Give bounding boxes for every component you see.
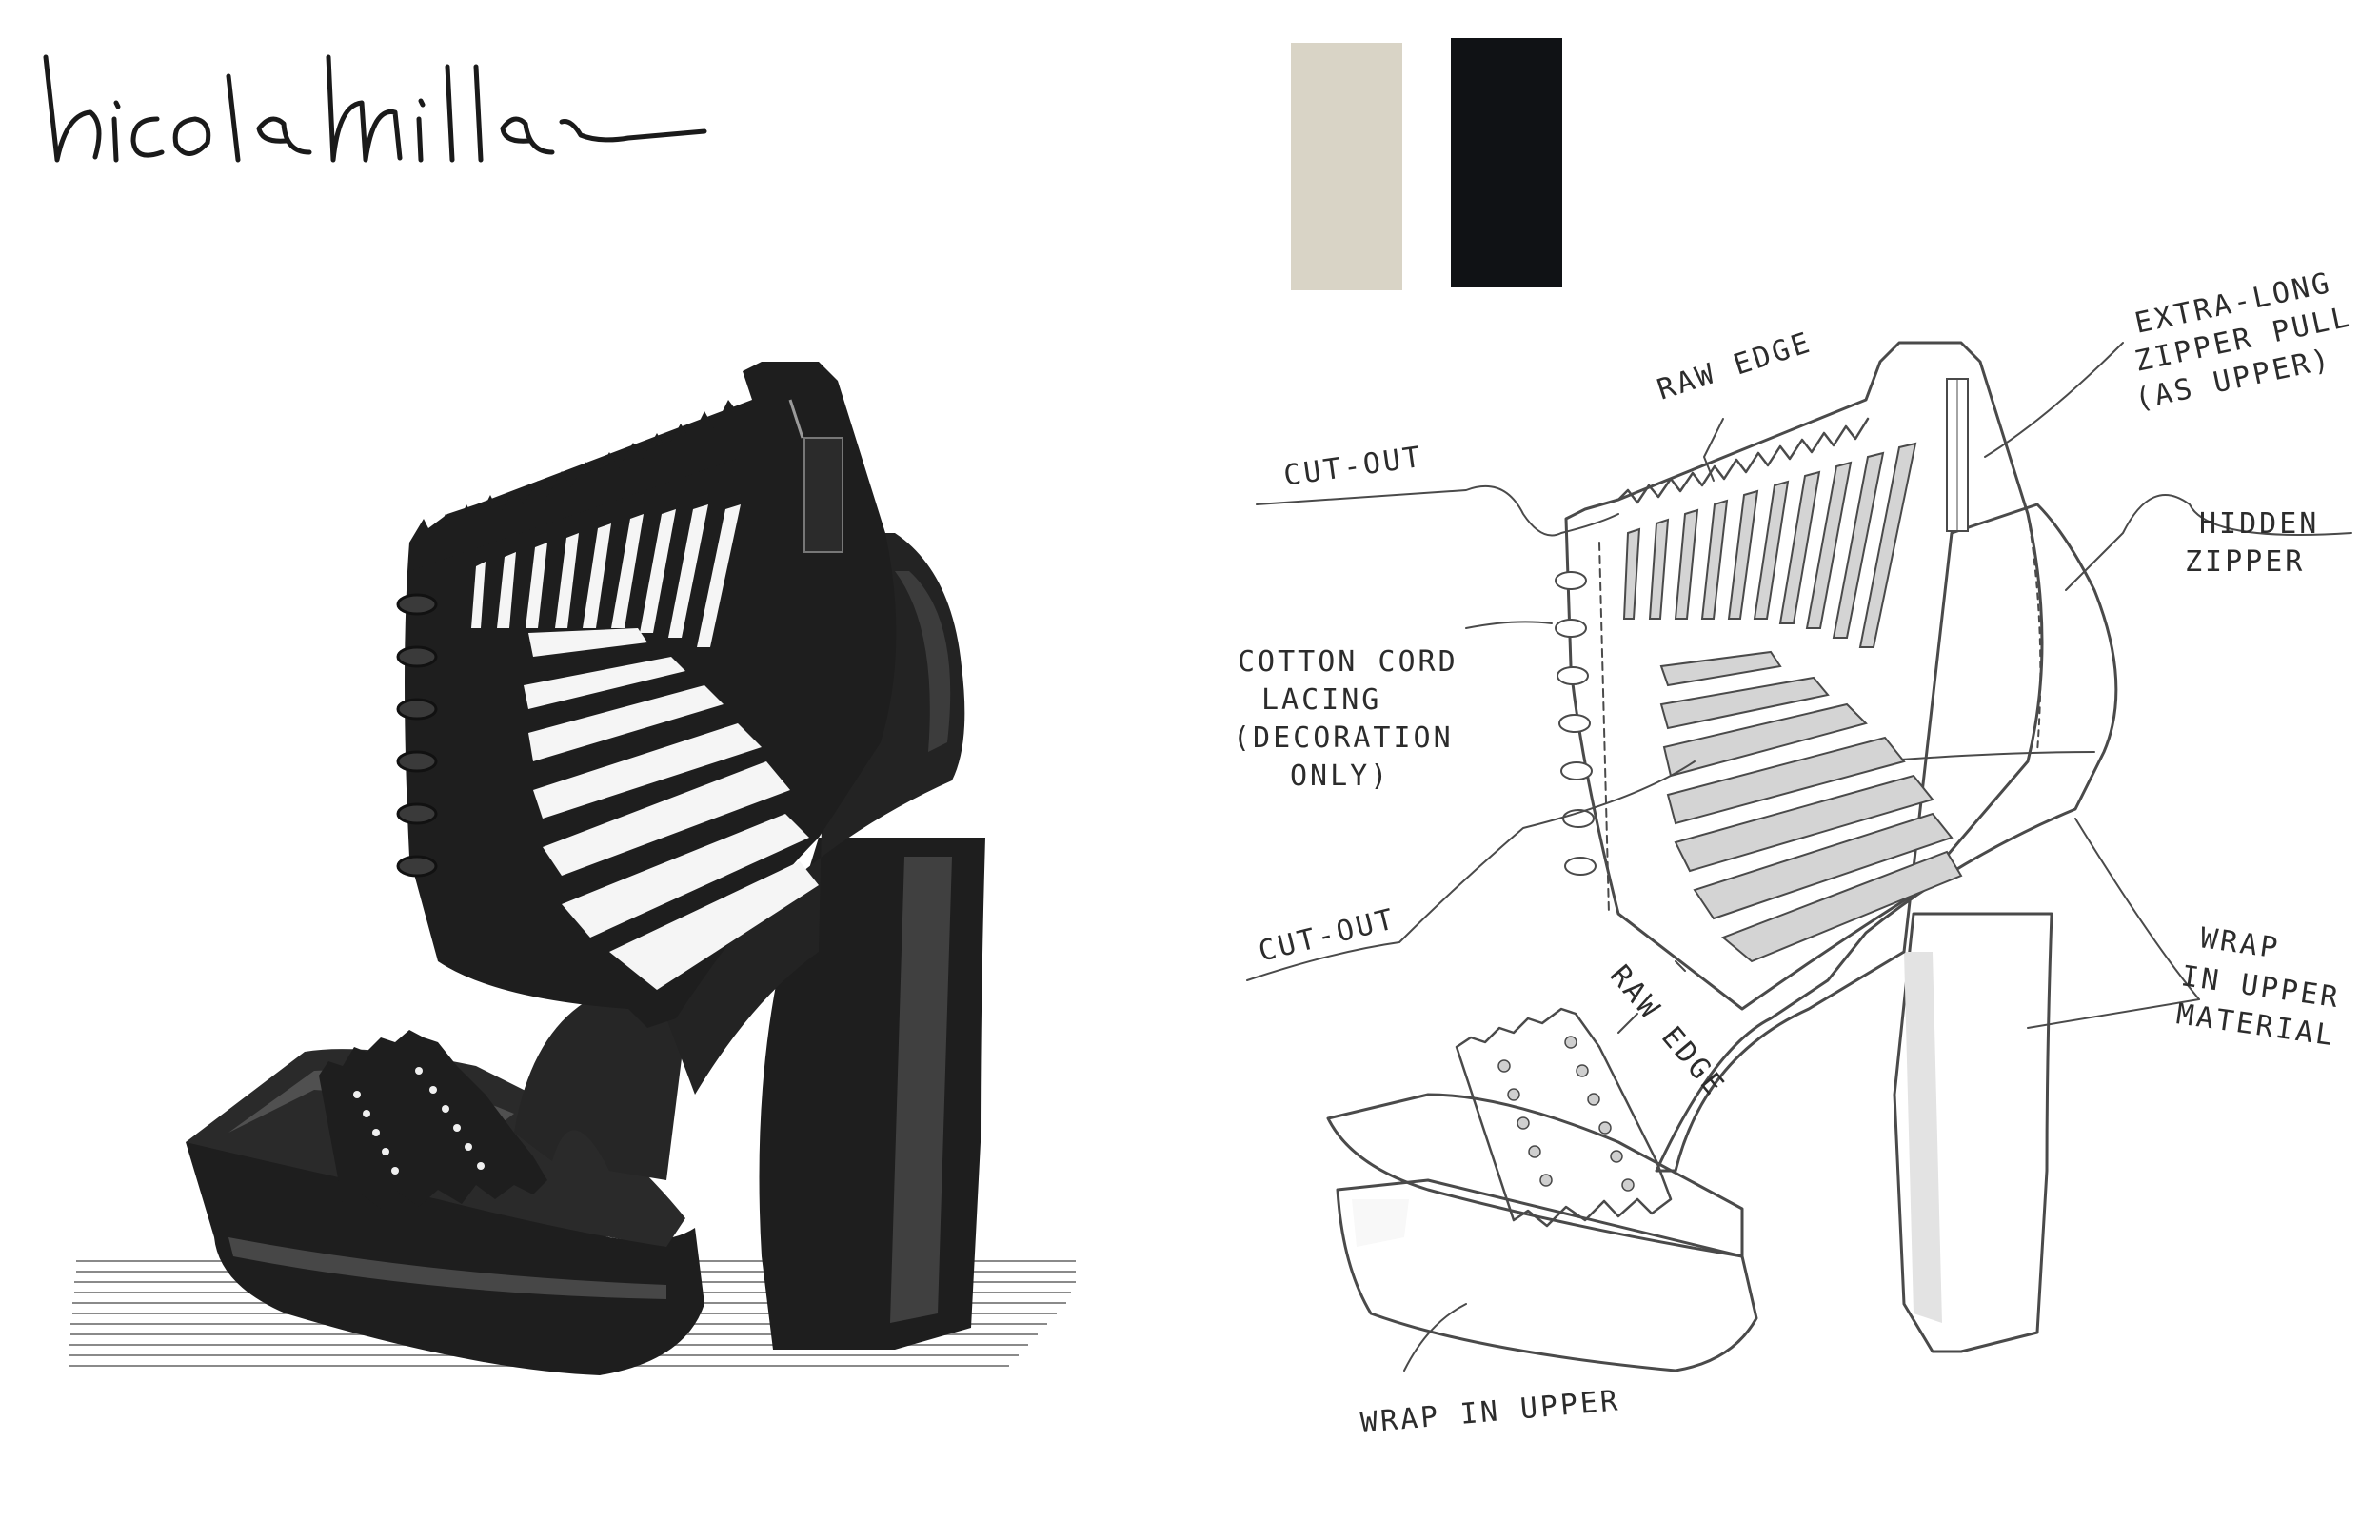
annotation-cotton-cord-1: COTTON CORD — [1238, 645, 1458, 679]
annotation-raw-edge-bottom: RAW EDGE — [1603, 959, 1732, 1104]
leader-lines — [1246, 342, 2352, 1372]
heel — [759, 838, 985, 1350]
sketch-perforations — [1497, 1036, 1635, 1192]
sketch-toe-strap — [1455, 1007, 1673, 1228]
annotation-cotton-cord-3: (DECORATION — [1233, 721, 1454, 755]
platform — [186, 1137, 704, 1375]
annotation-wrap-in-upper: WRAP IN UPPER — [1359, 1384, 1622, 1440]
sketch-cutouts — [1622, 442, 1963, 963]
sketch-heel — [1893, 912, 2053, 1353]
sketch-upper — [1564, 341, 2044, 1011]
rendered-shoe — [69, 362, 1076, 1375]
annotation-cotton-cord-4: ONLY) — [1290, 760, 1390, 793]
arch-strap — [514, 988, 685, 1180]
toe-strap-perforations — [353, 1067, 485, 1175]
annotation-raw-edge-top: RAW EDGE — [1654, 326, 1816, 406]
zipper — [788, 399, 843, 553]
cord-lacing — [396, 593, 438, 878]
annotation-hidden-zipper-2: ZIPPER — [2185, 545, 2305, 579]
line-sketch — [1246, 341, 2352, 1372]
annotation-wrap-material-1: WRAP — [2198, 921, 2282, 965]
swatch-cream — [1291, 43, 1402, 290]
sketch-counter — [1655, 503, 2118, 1173]
annotations: RAW EDGE CUT-OUT EXTRA-LONG ZIPPER PULL … — [1233, 267, 2354, 1440]
sketch-platform — [1336, 1178, 1758, 1372]
raw-edge-zigzag — [409, 400, 743, 571]
swatch-black — [1451, 38, 1562, 287]
fan-cutouts — [524, 628, 819, 990]
annotation-cotton-cord-2: LACING — [1261, 683, 1381, 717]
annotation-cut-out-bottom: CUT-OUT — [1255, 902, 1399, 969]
brand-logo — [43, 54, 707, 163]
toe-strap — [319, 1030, 547, 1209]
annotation-hidden-zipper-1: HIDDEN — [2199, 507, 2319, 541]
annotation-cut-out-top: CUT-OUT — [1281, 441, 1425, 493]
sketch-footbed — [1326, 1093, 1744, 1258]
sketch-lacing — [1555, 571, 1597, 876]
upper-cutouts — [471, 504, 741, 647]
